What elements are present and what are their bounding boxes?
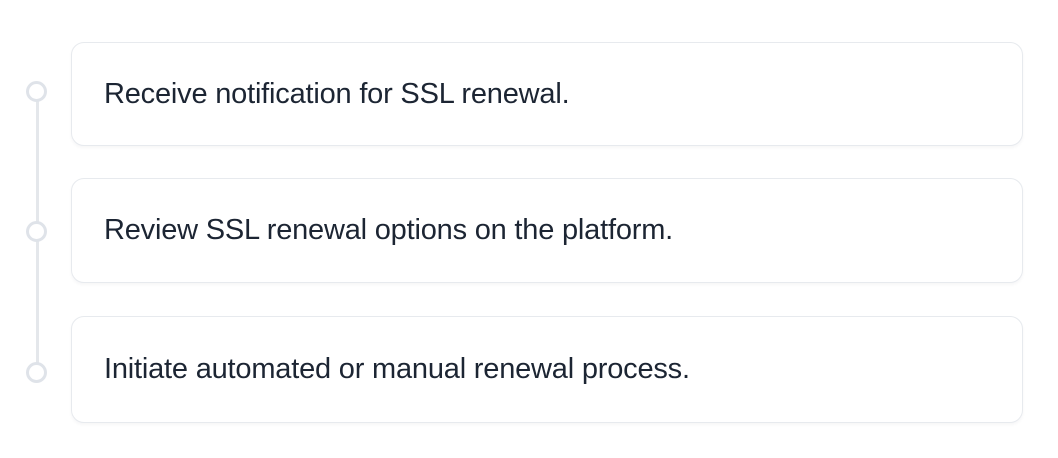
timeline-step-card: Receive notification for SSL renewal. [71,42,1023,146]
timeline-node-icon [26,362,47,383]
timeline-node-icon [26,81,47,102]
timeline-step-label: Receive notification for SSL renewal. [104,77,570,110]
timeline-step-card: Review SSL renewal options on the platfo… [71,178,1023,283]
timeline-step-label: Initiate automated or manual renewal pro… [104,353,690,386]
timeline-node-icon [26,221,47,242]
timeline-step-label: Review SSL renewal options on the platfo… [104,214,674,247]
timeline-step-card: Initiate automated or manual renewal pro… [71,316,1023,423]
